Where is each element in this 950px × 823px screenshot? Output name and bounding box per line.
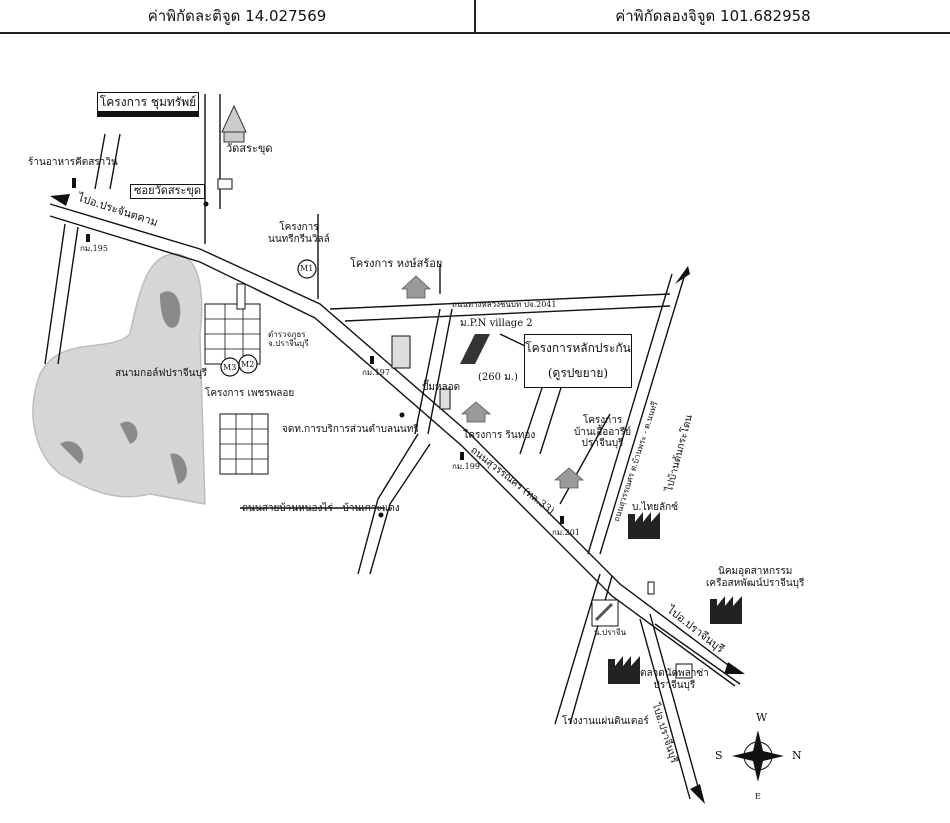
industrial-estate-label: นิคมอุตสาหกรรม เครือสหพัฒน์ปราจีนบุรี xyxy=(706,566,805,589)
coordinates-header: ค่าพิกัดละติจูด 14.027569 ค่าพิกัดลองจิจ… xyxy=(0,0,950,34)
km-195-label: กม.195 xyxy=(80,244,108,253)
post-office-label: จดท.การบริการส่วนตำบลนนทรี xyxy=(282,424,419,435)
factory-label: โรงงานแผ่นดินเตอร์ xyxy=(562,716,649,727)
temple-icon xyxy=(221,104,247,143)
compass-s-label: S xyxy=(715,749,723,762)
road-saraburi xyxy=(587,273,686,555)
project-hong-sroy-label: โครงการ หงษ์สร้อย xyxy=(350,257,443,270)
project-baan-uea-label: โครงการ บ้านเอื้ออารีย์ ปราจีนบุรี xyxy=(574,415,632,449)
location-map xyxy=(32,94,784,804)
compass-rose xyxy=(732,730,784,782)
soi-wat-sa-chut-label: ซอยวัดสระขุด xyxy=(130,184,206,199)
sugar-logo-label: น.ปราจีน xyxy=(594,628,627,637)
main-highway xyxy=(49,203,741,675)
m3-marker-label: M3 xyxy=(223,363,237,372)
project-chumsap-label: โครงการ ชุมทรัพย์ xyxy=(97,92,199,117)
main-project-box: โครงการหลักประกัน (ดูรปขยาย) xyxy=(524,334,632,388)
km-201-label: กม.201 xyxy=(552,528,580,537)
thai-lux-label: บ.ไทยลักซ์ xyxy=(632,502,678,513)
main-project-label: โครงการหลักประกัน xyxy=(525,341,631,355)
restaurant-label: ร้านอาหารคีตสราวิน xyxy=(28,157,118,168)
fresh-market-label: ตลาดนัดพลาซ่า ปราจีนบุรี xyxy=(640,668,709,691)
golf-course-area xyxy=(32,253,206,505)
project-nonthree-label: โครงการ นนทรีกรีนวิลล์ xyxy=(268,222,330,245)
golf-course-label: สนามกอล์ฟปราจีนบุรี xyxy=(115,368,208,379)
m2-marker-label: M2 xyxy=(241,360,255,369)
factory-icons xyxy=(608,512,742,684)
m1-marker-label: M1 xyxy=(300,264,314,273)
gas-station-label: ปั๊มหลอด xyxy=(422,382,461,393)
police-station-label: ตำรวจภูธร จ.ปราจีนบุรี xyxy=(268,330,309,349)
road-2041 xyxy=(329,293,671,310)
compass-w-label: W xyxy=(756,711,768,724)
project-phetpon-label: โครงการ เพชรพลอย xyxy=(205,388,295,399)
distance-label: (260 ม.) xyxy=(478,372,518,383)
compass-e-label: E xyxy=(755,792,761,801)
wat-sa-chut-label: วัดสระขุด xyxy=(226,142,273,155)
project-rinthong-label: โครงการ รินทอง xyxy=(463,430,536,441)
left-road xyxy=(44,223,66,365)
compass-n-label: N xyxy=(792,749,802,762)
road-ban-nong xyxy=(357,433,431,575)
km-197-label: กม.197 xyxy=(362,368,390,377)
longitude-label: ค่าพิกัดลองจิจูด 101.682958 xyxy=(474,0,950,32)
km-199-label: กม.199 xyxy=(452,462,480,471)
house-icons xyxy=(400,275,585,489)
main-project-sub-label: (ดูรปขยาย) xyxy=(547,366,609,380)
pn-village-label: ม.P.N village 2 xyxy=(460,318,533,329)
road-ban-nong-label: ถนนสายบ้านหนองไร่ - บ้านเกาะแดง xyxy=(242,503,400,514)
latitude-label: ค่าพิกัดละติจูด 14.027569 xyxy=(147,7,327,25)
pn-village-block xyxy=(460,334,490,364)
road-2041-label: ถนนทางหลวงชนบท ปจ.2041 xyxy=(452,300,557,309)
